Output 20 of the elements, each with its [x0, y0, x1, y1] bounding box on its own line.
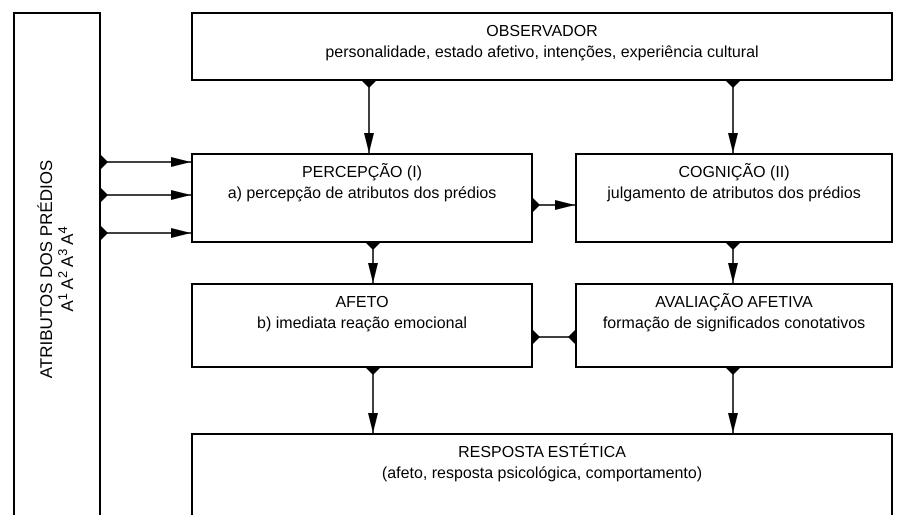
process-box [575, 283, 893, 368]
box-text: (afeto, resposta psicológica, comportamento) [382, 464, 702, 484]
box-text: formação de significados conotativos [602, 314, 866, 334]
box-text: julgamento de atributos dos prédios [607, 184, 861, 204]
box-title: OBSERVADOR [486, 22, 598, 42]
side-panel [13, 12, 101, 515]
process-box [191, 12, 893, 81]
box-title: AVALIAÇÃO AFETIVA [655, 293, 813, 313]
process-box [191, 283, 533, 368]
box-title: PERCEPÇÃO (I) [302, 163, 422, 183]
box-title: COGNIÇÃO (II) [678, 163, 790, 183]
box-title: RESPOSTA ESTÉTICA [458, 443, 626, 463]
process-box [191, 153, 533, 243]
box-title: AFETO [335, 293, 389, 313]
process-box [191, 433, 893, 515]
box-text: b) imediata reação emocional [257, 314, 467, 334]
panel-text: ATRIBUTOS DOS PRÉDIOS [36, 160, 57, 378]
process-box [575, 153, 893, 243]
box-text: personalidade, estado afetivo, intenções, experiência cultural [325, 42, 759, 63]
box-text: a) percepção de atributos dos prédios [228, 184, 496, 204]
